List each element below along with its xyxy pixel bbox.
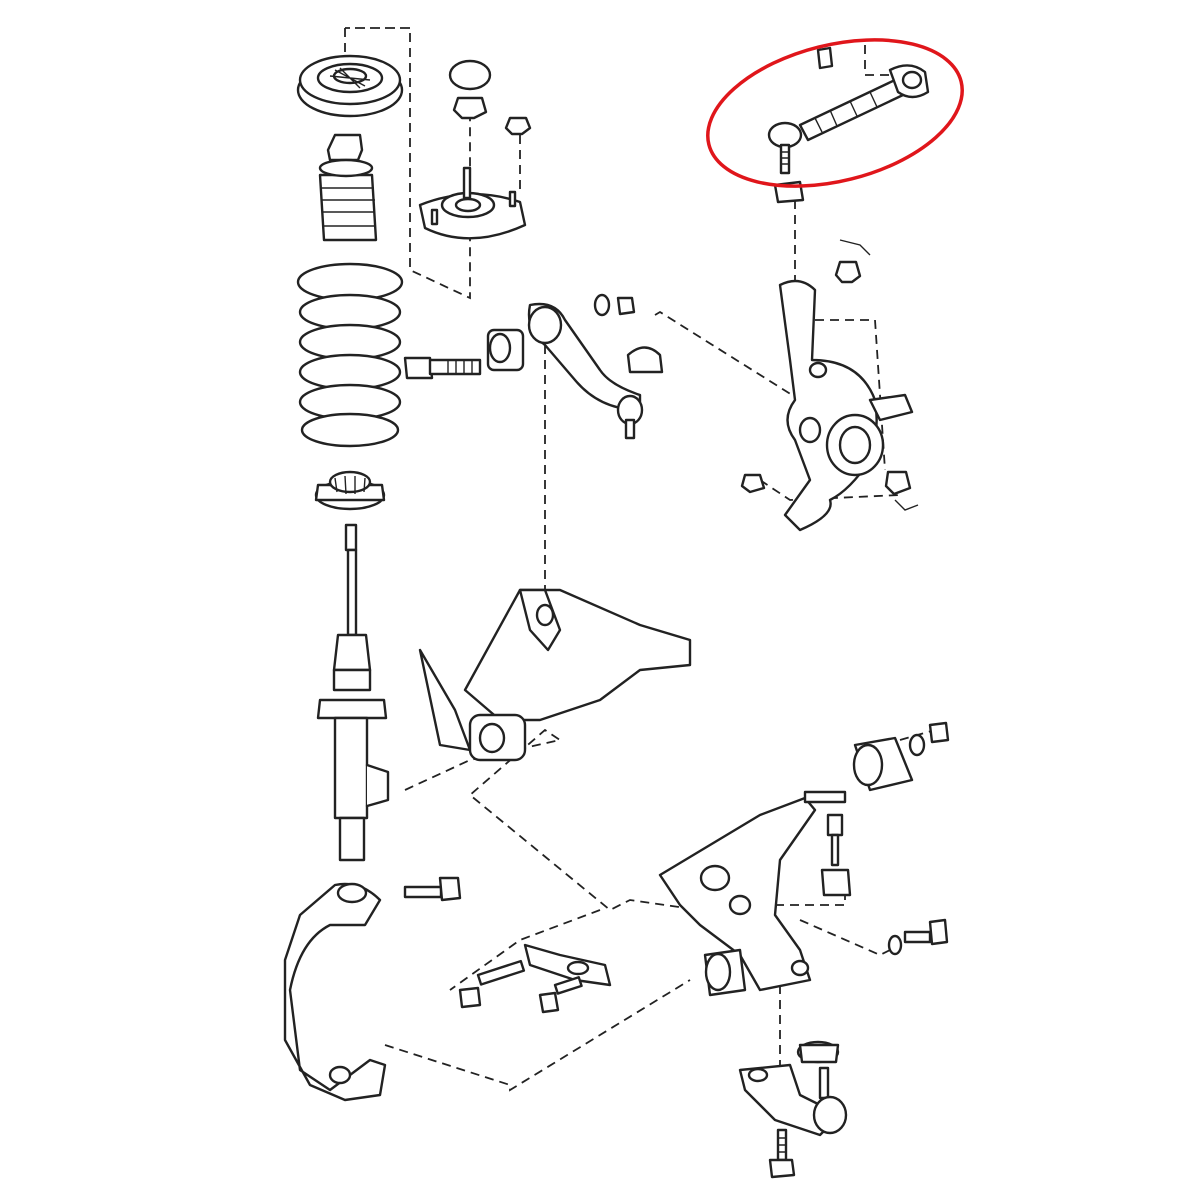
leader-front-arm-bolts	[449, 909, 601, 991]
leader-knuckle	[654, 310, 801, 401]
strut-top-mount	[418, 166, 527, 240]
radius-rod-bolt	[403, 876, 462, 902]
highlight-ellipse	[706, 38, 964, 188]
ball-joint	[796, 1040, 848, 1135]
link-boot	[626, 346, 664, 374]
leader-strut-column	[345, 27, 471, 300]
mount-nut	[504, 116, 532, 136]
radius-rod	[283, 882, 387, 1102]
leader-lower-arm-right	[799, 919, 891, 956]
leader-arm-top	[864, 45, 890, 76]
knuckle-nuts	[740, 239, 919, 511]
link-washer-nut	[593, 293, 636, 317]
brace-plate	[523, 943, 612, 987]
strut-upper-seat	[296, 54, 404, 118]
lower-arm-washer-bolt	[887, 918, 949, 956]
leader-knuckle-nut	[759, 479, 901, 501]
upper-link-arm	[527, 302, 644, 440]
ball-joint-bolt	[768, 1128, 796, 1179]
coil-spring	[296, 262, 404, 448]
leader-radius-arm	[384, 979, 691, 1092]
lower-arm-bushing	[852, 721, 950, 792]
top-mount-cap	[448, 59, 492, 120]
shock-absorber	[316, 523, 390, 862]
lower-control-arm	[658, 790, 847, 992]
leader-shock-to-arm	[404, 728, 701, 912]
leader-knuckle-right	[815, 319, 886, 471]
clevis-bracket	[820, 813, 852, 897]
bump-stop	[318, 133, 378, 242]
assembly-leader-lines	[344, 27, 936, 1100]
upper-link-bolt	[403, 356, 482, 380]
upper-bushing	[486, 328, 525, 372]
subframe-bracket	[418, 588, 692, 762]
steering-knuckle	[778, 279, 914, 532]
brace-bolts	[458, 959, 583, 1014]
lower-spring-seat	[314, 470, 386, 511]
rear-lower-bushing	[703, 948, 747, 997]
